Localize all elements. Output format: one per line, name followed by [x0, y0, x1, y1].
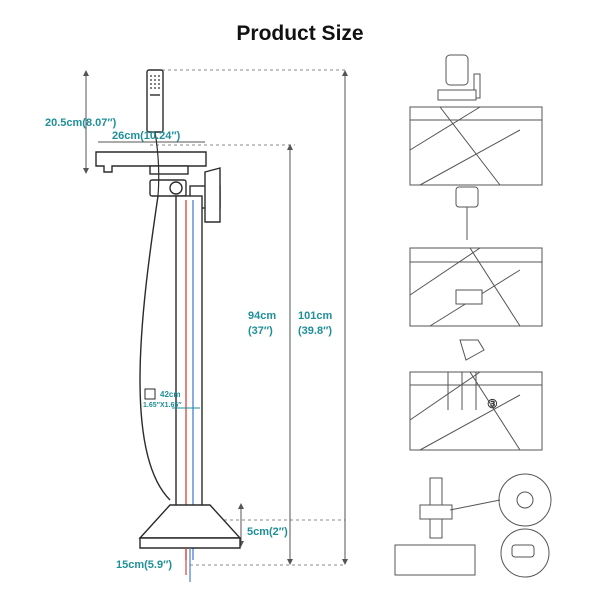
pipe-section-cm-label: 42cm [160, 390, 181, 399]
base-height-label: 5cm(2″) [247, 526, 288, 538]
pipe-section-in-label: 1.65″X1.65″ [143, 402, 182, 409]
handshower-height-label: 20.5cm(8.07″) [45, 117, 117, 129]
pipe-height-cm-label: 94cm [248, 310, 277, 322]
total-height-cm-label: 101cm [298, 310, 333, 322]
detail-callouts [449, 473, 552, 578]
install-step-3 [409, 339, 543, 451]
pipe-height-in-label: (37″) [248, 325, 273, 337]
install-step-4 [394, 477, 476, 576]
install-step-1 [409, 54, 543, 186]
install-step-3-number: ③ [487, 397, 498, 411]
install-step-2-drill [455, 186, 479, 240]
page-title: Product Size [236, 22, 364, 45]
total-height-in-label: (39.8″) [298, 325, 333, 337]
install-step-2 [409, 247, 543, 327]
spout-length-label: 26cm(10.24″) [112, 130, 181, 142]
base-width-label: 15cm(5.9″) [116, 559, 173, 571]
